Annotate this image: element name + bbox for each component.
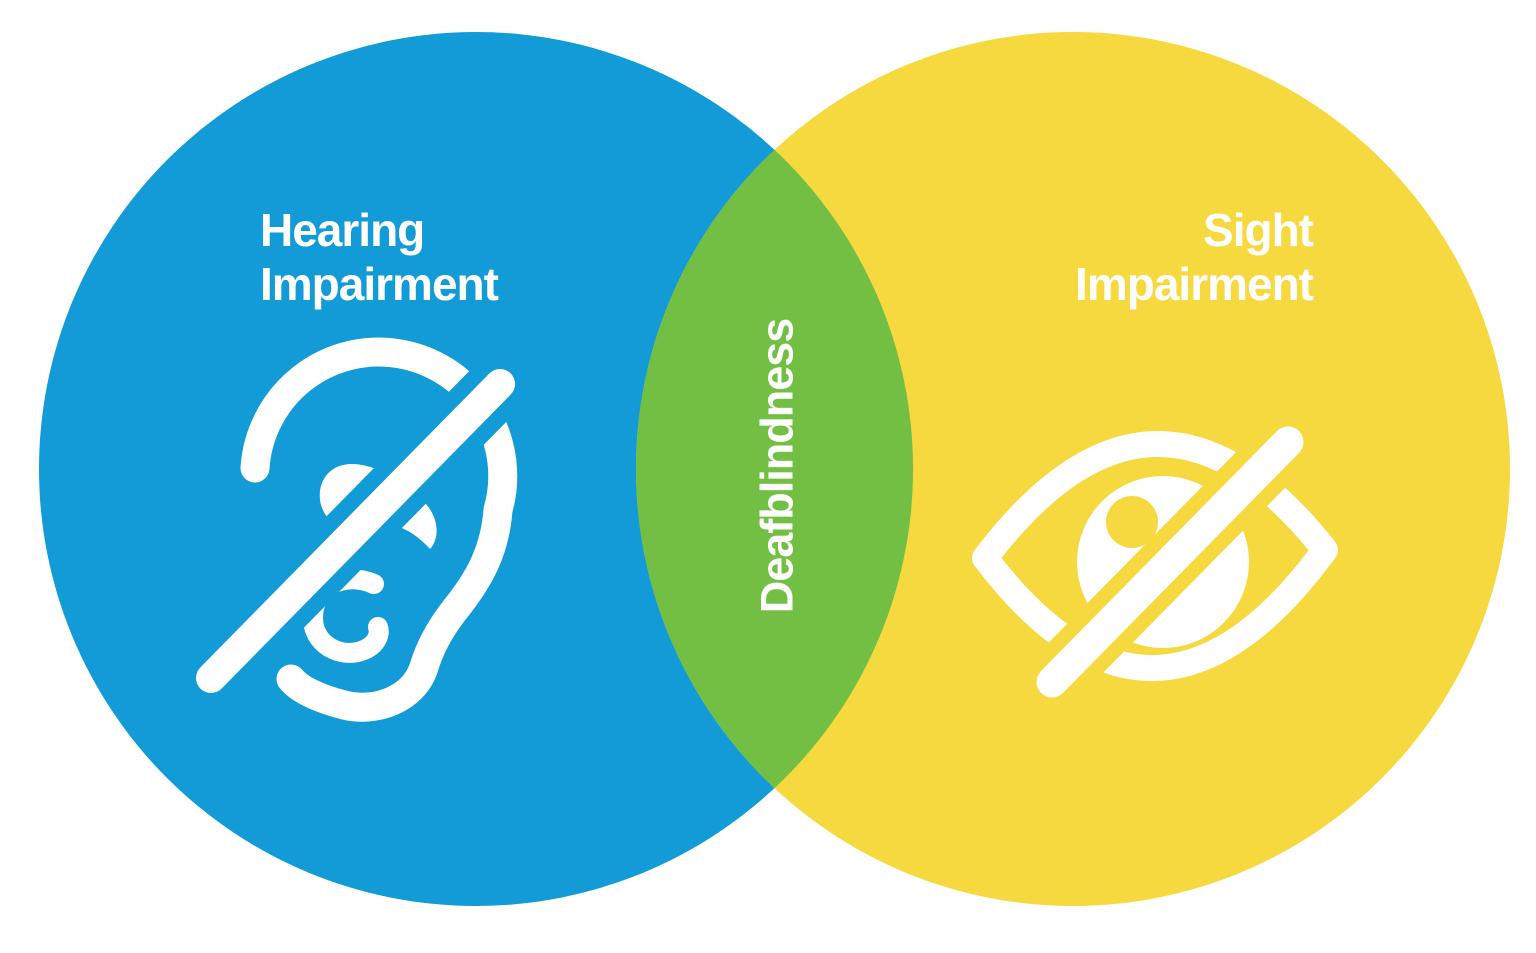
hearing-impairment-label: Hearing Impairment: [260, 204, 499, 310]
eye-slash-line: [1036, 426, 1304, 698]
overlap-lens: [635, 149, 914, 789]
eye-pupil: [1106, 496, 1158, 548]
ear-slash-line: [196, 369, 515, 693]
deafblindness-label: Deafblindness: [751, 318, 803, 614]
sight-impairment-label: Sight Impairment: [1075, 204, 1314, 310]
eye-slash-icon: [972, 420, 1338, 704]
ear-outline: [240, 337, 518, 722]
ear-slash-icon: [188, 337, 523, 722]
hearing-circle: [39, 32, 913, 906]
